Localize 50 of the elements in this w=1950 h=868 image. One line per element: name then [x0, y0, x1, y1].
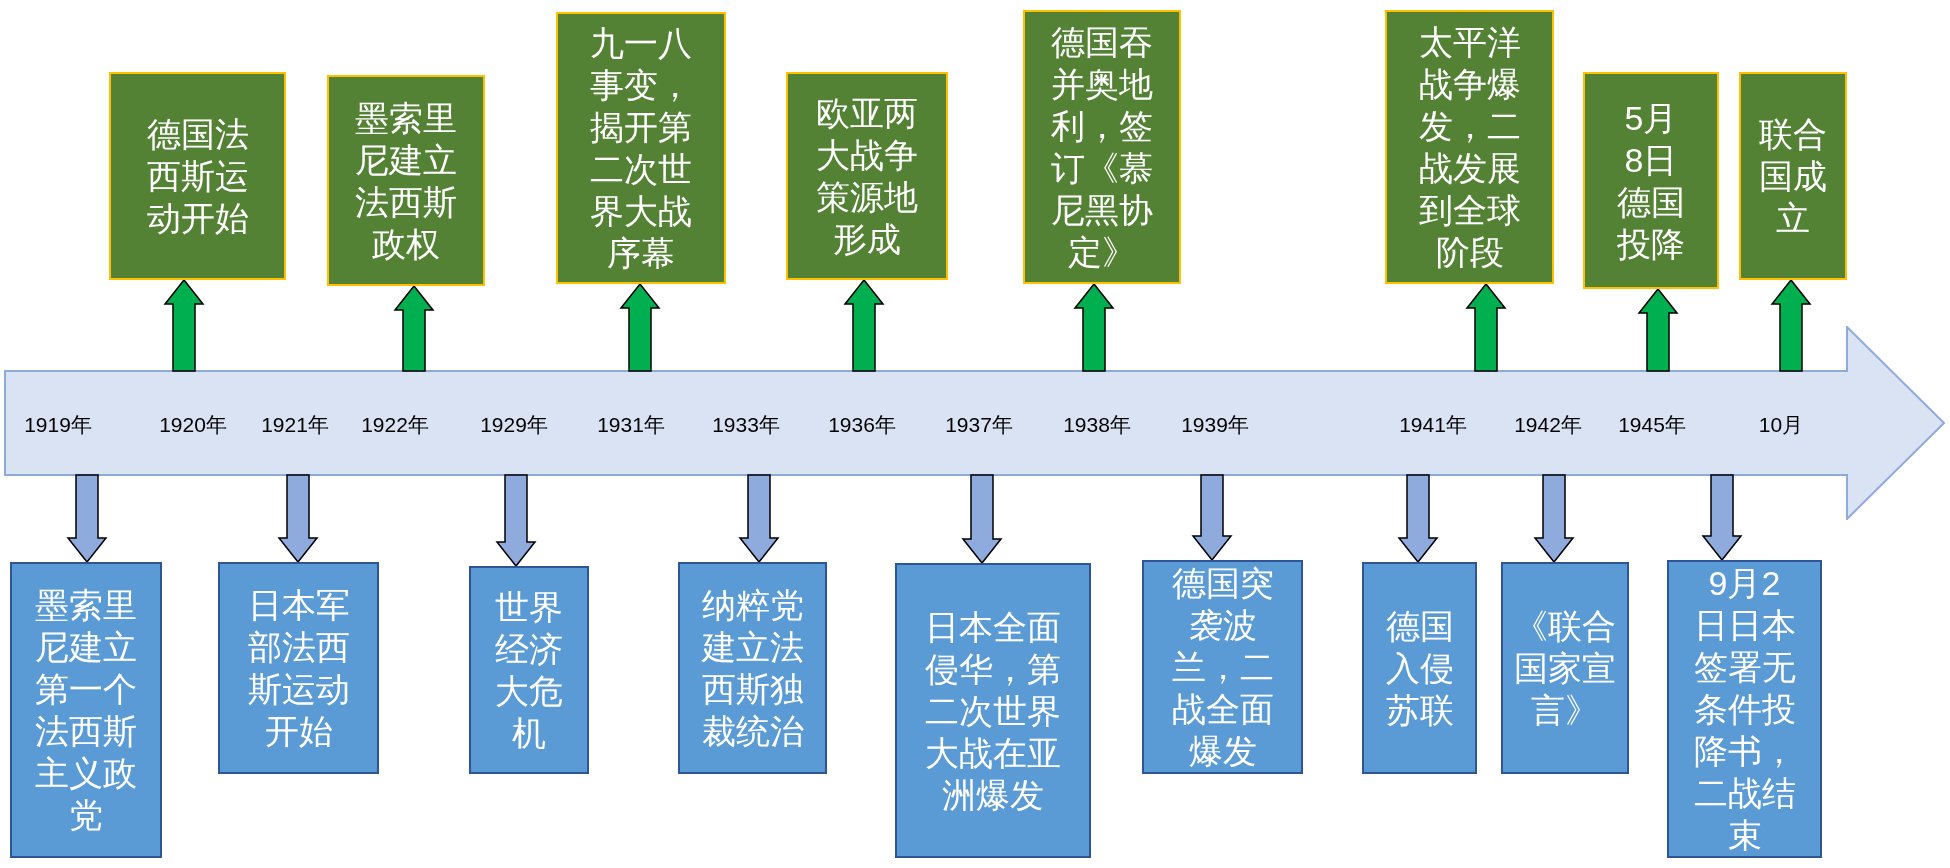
year-label: 1921年: [261, 412, 329, 438]
event-box: 5月8日德国投降: [1583, 72, 1719, 289]
event-box: 纳粹党建立法西斯独裁统治: [678, 562, 827, 774]
block-arrow: [1397, 474, 1439, 564]
timeline-arrow: [4, 326, 1946, 520]
block-arrow: [1073, 282, 1115, 372]
event-box: 日本全面侵华，第二次世界大战在亚洲爆发: [895, 563, 1091, 858]
event-box: 德国法西斯运动开始: [109, 72, 286, 280]
event-box: 九一八事变，揭开第二次世界大战序幕: [556, 12, 726, 284]
block-arrow: [495, 474, 537, 568]
event-box: 墨索里尼建立法西斯政权: [327, 75, 485, 286]
year-label: 1939年: [1181, 412, 1249, 438]
event-box: 世界经济大危机: [469, 566, 589, 774]
year-label: 1941年: [1399, 412, 1467, 438]
block-arrow: [1637, 287, 1679, 372]
year-label: 1919年: [24, 412, 92, 438]
year-label: 1945年: [1618, 412, 1686, 438]
block-arrow: [1191, 474, 1233, 562]
block-arrow: [1770, 278, 1812, 372]
year-label: 1938年: [1063, 412, 1131, 438]
block-arrow: [393, 284, 435, 372]
event-box: 德国吞并奥地利，签订《慕尼黑协定》: [1023, 10, 1181, 284]
event-box: 欧亚两大战争策源地形成: [786, 72, 948, 280]
block-arrow: [738, 474, 780, 564]
block-arrow: [619, 282, 661, 372]
block-arrow: [66, 474, 108, 564]
block-arrow: [843, 278, 885, 372]
year-label: 1922年: [361, 412, 429, 438]
block-arrow: [1465, 282, 1507, 372]
event-box: 联合国成立: [1739, 72, 1847, 280]
year-label: 1931年: [597, 412, 665, 438]
event-box: 德国入侵苏联: [1362, 562, 1477, 774]
event-box: 墨索里尼建立第一个法西斯主义政党: [10, 562, 162, 858]
block-arrow: [1701, 474, 1743, 562]
year-label: 1933年: [712, 412, 780, 438]
event-box: 德国突袭波兰，二战全面爆发: [1142, 560, 1303, 774]
block-arrow: [1533, 474, 1575, 564]
event-box: 《联合国家宣言》: [1501, 562, 1629, 774]
year-label: 1920年: [159, 412, 227, 438]
year-label: 10月: [1758, 412, 1804, 438]
block-arrow: [163, 278, 205, 372]
year-label: 1936年: [828, 412, 896, 438]
event-box: 9月2日日本签署无条件投降书，二战结束: [1667, 560, 1822, 858]
year-label: 1929年: [480, 412, 548, 438]
block-arrow: [961, 474, 1003, 565]
year-label: 1942年: [1514, 412, 1582, 438]
year-label: 1937年: [945, 412, 1013, 438]
block-arrow: [277, 474, 319, 564]
event-box: 太平洋战争爆发，二战发展到全球阶段: [1385, 10, 1554, 284]
event-box: 日本军部法西斯运动开始: [218, 562, 379, 774]
